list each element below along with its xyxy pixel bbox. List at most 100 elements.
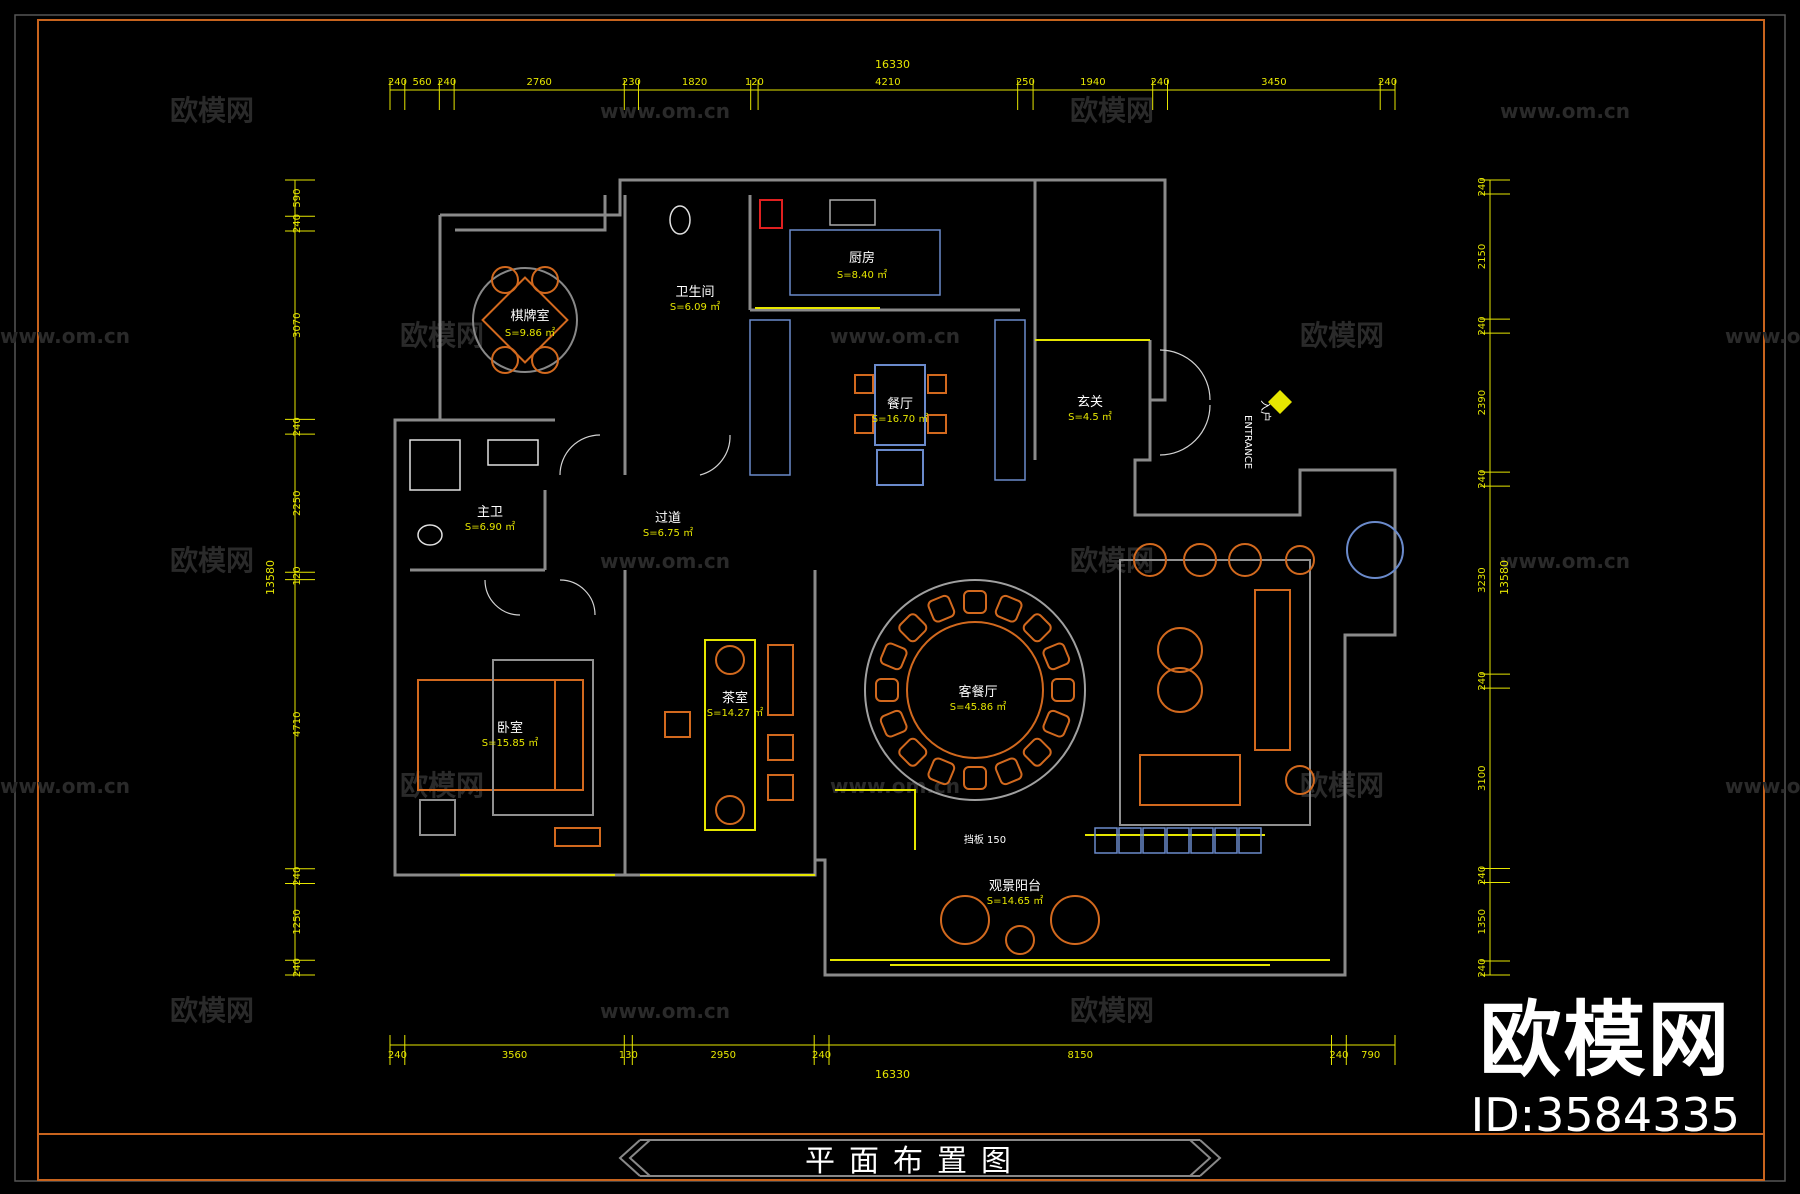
dimension-label: 240 <box>1151 77 1170 88</box>
chair <box>927 414 947 434</box>
room-label-kitchen: 厨房S=8.40 ㎡ <box>837 250 887 281</box>
dimension-label: 120 <box>292 566 303 585</box>
living-rug <box>1119 559 1311 826</box>
room-name: 棋牌室 <box>510 308 549 324</box>
cabinet-cell <box>1166 827 1190 854</box>
chevron-right-icon <box>1199 1139 1222 1177</box>
dining-chair <box>1022 737 1052 767</box>
watermark-url-group: www.om.cn www.om.cn www.om.cn www.om.cn … <box>0 99 1800 1023</box>
room-area: S=15.85 ㎡ <box>482 737 539 749</box>
dimension-label: 240 <box>292 417 303 436</box>
dimension-label: 8150 <box>1068 1050 1093 1061</box>
dimension-label: 3230 <box>1477 567 1488 592</box>
furniture <box>417 266 1315 955</box>
room-name: 玄关 <box>1077 395 1103 410</box>
ceiling-note: 挡板 150 <box>964 833 1006 846</box>
dining-chair <box>879 709 908 738</box>
dimension-label: 240 <box>1477 177 1488 196</box>
door-swing <box>484 579 521 616</box>
room-area: S=6.09 ㎡ <box>670 301 720 313</box>
room-name: 卧室 <box>497 720 523 736</box>
nightstand <box>419 799 456 836</box>
stove <box>829 199 876 226</box>
room-area: S=45.86 ㎡ <box>950 701 1007 713</box>
dimension-label: 120 <box>745 77 764 88</box>
shoe-cabinet <box>994 319 1026 481</box>
cabinet <box>767 734 794 761</box>
watermark: 欧模网 <box>1300 769 1384 802</box>
side-table <box>1005 925 1035 955</box>
dimension-label: 240 <box>1477 317 1488 336</box>
dimension-label: 240 <box>437 77 456 88</box>
round-rug <box>472 267 578 373</box>
dimension-total: 16330 <box>875 1068 910 1081</box>
brand-logo-text: 欧模网 <box>1479 993 1732 1088</box>
dimension-label: 1250 <box>292 909 303 934</box>
room-area: S=16.70 ㎡ <box>872 413 929 425</box>
watermark: 欧模网 <box>400 319 484 352</box>
watermark: 欧模网 <box>170 94 254 127</box>
dimension-label: 2150 <box>1477 244 1488 269</box>
round-table-chairs <box>875 590 1075 790</box>
kitchen-counter <box>789 229 941 296</box>
dining-chair <box>1051 678 1075 702</box>
dimension-label: 240 <box>388 77 407 88</box>
wardrobe <box>749 319 791 476</box>
room-area: S=6.75 ㎡ <box>643 527 693 539</box>
room-label-dining: 餐厅S=16.70 ㎡ <box>872 396 929 425</box>
dimension-label: 240 <box>292 214 303 233</box>
cabinet-cell <box>1214 827 1238 854</box>
inner-wall <box>455 195 607 232</box>
door-swing <box>699 434 731 476</box>
cabinet <box>767 644 794 716</box>
bench <box>554 827 601 847</box>
dimension-label: 3450 <box>1261 77 1286 88</box>
cabinet-cell <box>1118 827 1142 854</box>
dining-chair <box>1042 709 1071 738</box>
door-swing <box>1159 404 1211 456</box>
room-label-foyer: 玄关S=4.5 ㎡ <box>1068 395 1112 423</box>
bed-rug <box>492 659 594 816</box>
title-frame <box>37 19 1765 1181</box>
tea-stool <box>715 795 745 825</box>
dimension-label: 240 <box>1329 1050 1348 1061</box>
round-table-rug <box>864 579 1086 801</box>
dimension-label: 590 <box>292 189 303 208</box>
round-dining-table <box>906 621 1044 759</box>
dimension-label: 240 <box>1477 958 1488 977</box>
room-name: 主卫 <box>477 505 503 520</box>
dining-chair <box>1022 613 1052 643</box>
watermark-url: www.om.cn <box>1725 774 1800 798</box>
plant <box>1346 521 1404 579</box>
watermark: 欧模网 <box>1070 94 1154 127</box>
dimension-label: 3560 <box>502 1050 527 1061</box>
walls <box>393 178 1397 977</box>
entrance-cn-label: 入户 <box>1259 400 1273 422</box>
dimension-total: 13580 <box>1498 560 1511 595</box>
dining-chair <box>963 590 987 614</box>
watermark-url: www.om.cn <box>1725 324 1800 348</box>
dining-chair <box>879 642 908 671</box>
side-table <box>1285 765 1315 795</box>
dining-chair <box>994 757 1023 786</box>
watermark: 欧模网 <box>170 544 254 577</box>
room-name: 餐厅 <box>887 396 913 412</box>
cabinet-cell <box>1094 827 1118 854</box>
dining-chair <box>927 757 956 786</box>
flue-shaft <box>759 199 783 229</box>
dining-chair <box>994 594 1023 623</box>
lounge-chair <box>940 895 990 945</box>
watermark-group: 欧模网 欧模网 欧模网 欧模网 欧模网 欧模网 欧模网 欧模网 欧模网 欧模网 <box>170 94 1384 1027</box>
chair <box>664 711 691 738</box>
shower <box>409 439 461 491</box>
sofa <box>1254 589 1291 751</box>
dimension-label: 250 <box>1016 77 1035 88</box>
dimension-label: 3070 <box>292 312 303 337</box>
dimension-label: 130 <box>619 1050 638 1061</box>
dimension-label: 240 <box>1477 866 1488 885</box>
cabinet-cell <box>1190 827 1214 854</box>
